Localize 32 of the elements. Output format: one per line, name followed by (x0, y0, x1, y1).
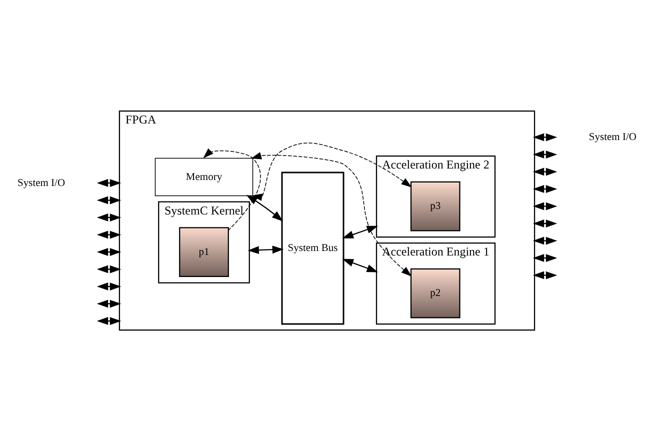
arrow (532, 271, 558, 280)
arrow (342, 258, 378, 272)
arrow (532, 220, 558, 228)
arrow (96, 317, 122, 325)
arrow (248, 246, 284, 254)
node-box: p1 (179, 227, 229, 277)
label: System I/O (18, 178, 66, 189)
node-box: p3 (410, 181, 460, 232)
label: System I/O (588, 132, 636, 144)
arrow (532, 202, 558, 210)
arrow (532, 150, 558, 158)
arrow (252, 142, 412, 201)
arrow (246, 194, 284, 222)
arrow (250, 152, 412, 276)
arrow (532, 236, 558, 245)
node-box: System Bus (281, 172, 344, 325)
arrow (96, 282, 122, 290)
arrow (203, 148, 261, 231)
arrow (532, 168, 558, 176)
arrow (532, 185, 558, 193)
arrow (96, 300, 122, 308)
arrow (96, 265, 122, 274)
arrow (96, 248, 122, 256)
arrow (342, 226, 378, 238)
arrow (96, 214, 122, 222)
arrow (532, 254, 558, 262)
node-box: Memory (154, 158, 254, 196)
arrow (532, 133, 558, 142)
arrow (96, 230, 122, 239)
arrow (96, 179, 122, 187)
arrow (96, 196, 122, 204)
node-box: p2 (410, 268, 460, 318)
